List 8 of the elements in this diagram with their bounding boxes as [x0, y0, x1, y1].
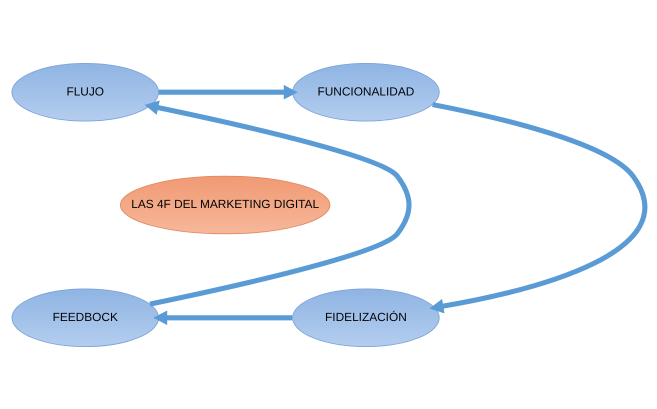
arrow [144, 100, 412, 306]
arrow [158, 84, 298, 100]
arrow [153, 310, 292, 325]
node-ellipse: FIDELIZACIÓN [292, 288, 440, 347]
node-ellipse: FEEDBOCK [11, 288, 160, 347]
arrow [430, 102, 648, 313]
node-ellipse: FUNCIONALIDAD [292, 62, 440, 121]
node-ellipse: LAS 4F DEL MARKETING DIGITAL [120, 175, 330, 234]
